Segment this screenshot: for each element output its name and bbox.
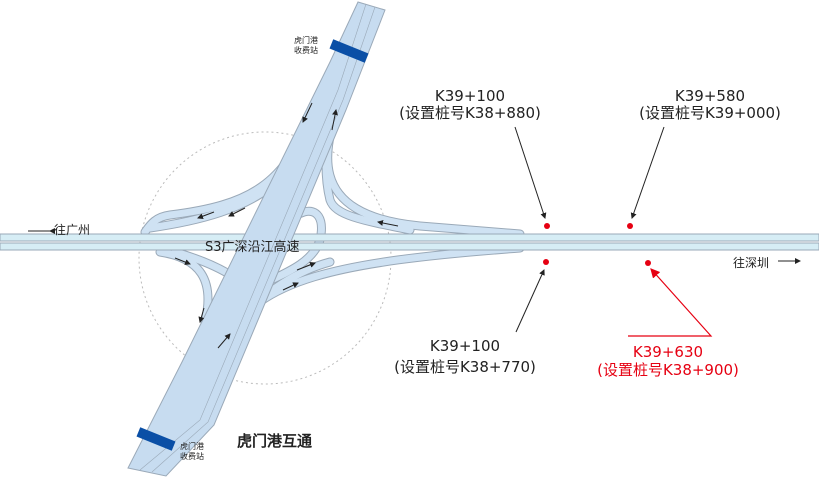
toll-station-label-south: 虎门港 收费站 [180,442,204,462]
toll-type: 收费站 [180,452,204,461]
toll-stations [136,39,369,451]
marker-km: K39+580 [674,87,746,105]
marker-km: K39+630 [632,343,704,361]
marker-dot [543,259,549,265]
marker-note: (设置桩号K38+880) [399,104,541,122]
direction-west-label: 往广州 [54,223,91,237]
toll-name: 虎门港 [180,442,204,451]
marker-dots [543,223,651,266]
toll-name: 虎门港 [294,36,318,45]
highway-name-label: S3广深沿江高速 [205,240,300,255]
marker-dot [627,223,633,229]
marker-label-top-left: K39+100 (设置桩号K38+880) [399,88,541,122]
marker-note: (设置桩号K39+000) [639,104,781,122]
marker-km: K39+100 [434,87,506,105]
highway-s3 [0,233,819,251]
toll-bar-north [329,39,369,63]
marker-label-top-right: K39+580 (设置桩号K39+000) [639,88,781,122]
marker-km: K39+100 [429,337,501,355]
marker-dot [645,260,651,266]
marker-note: (设置桩号K38+900) [597,361,739,379]
marker-note: (设置桩号K38+770) [394,358,536,376]
toll-type: 收费站 [294,46,318,55]
toll-bar-south [136,427,176,451]
direction-east-label: 往深圳 [733,256,770,270]
leader-lines [514,126,713,337]
toll-station-label-north: 虎门港 收费站 [294,36,318,56]
interchange-title: 虎门港互通 [237,432,313,450]
marker-label-bottom-left: K39+100 (设置桩号K38+770) [394,336,536,378]
marker-label-bottom-right: K39+630 (设置桩号K38+900) [597,343,739,379]
marker-dot [544,223,550,229]
traffic-arrows [28,102,801,349]
